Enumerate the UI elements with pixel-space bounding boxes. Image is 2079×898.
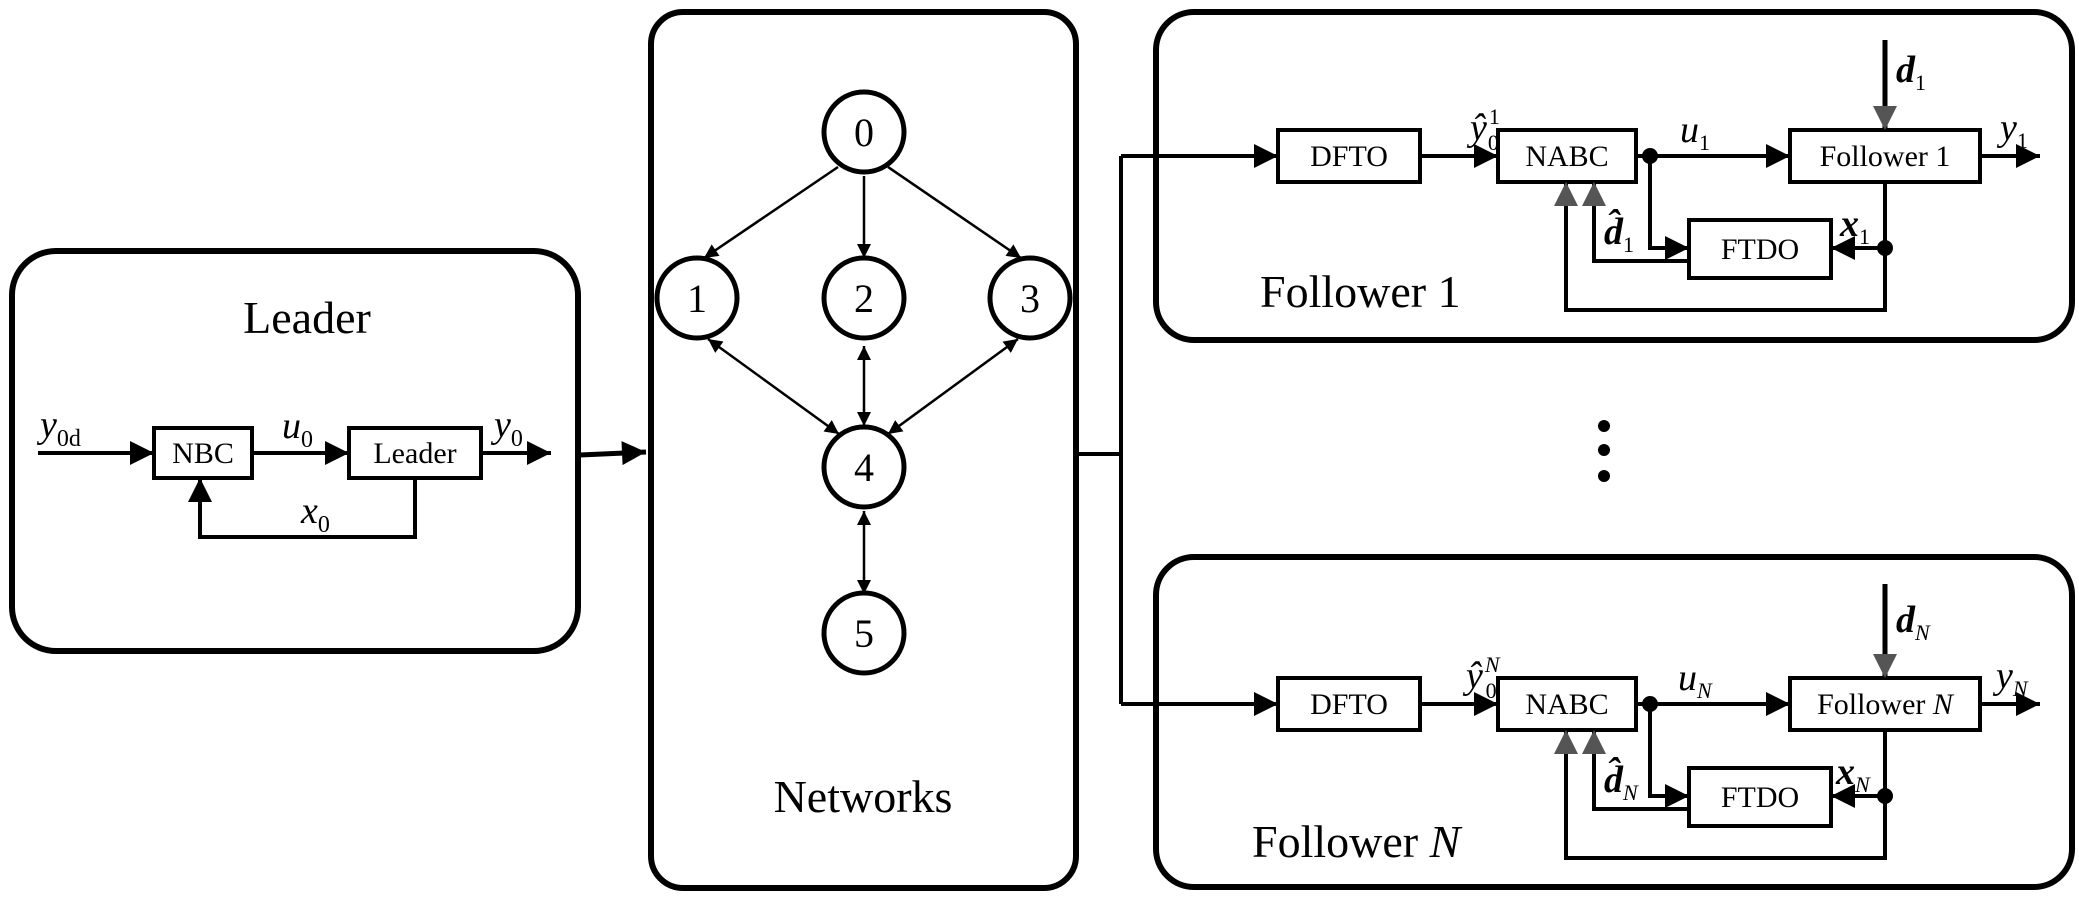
un-to-ftdo-arrow — [1648, 704, 1689, 808]
node-1-label: 1 — [687, 276, 707, 321]
u1-label: u1 — [1680, 109, 1710, 155]
x0-label: x0 — [300, 490, 330, 538]
dhatn-feedback-line — [1582, 730, 1689, 811]
dhat1-feedback-line — [1582, 182, 1689, 263]
node-2-label: 2 — [854, 276, 874, 321]
node-0-label: 0 — [854, 110, 874, 155]
follower-1-panel-frame — [1153, 9, 2075, 343]
nbc-label: NBC — [172, 437, 234, 470]
u1-to-ftdo-arrow — [1648, 156, 1689, 260]
node-4-label: 4 — [854, 445, 874, 490]
leader-panel-frame — [9, 248, 581, 654]
follower-1-title: Follower 1 — [1260, 266, 1461, 317]
x1-feedback-line — [1554, 182, 1887, 312]
node-3: 3 — [987, 255, 1073, 341]
leader-title: Leader — [243, 292, 371, 343]
network-panel: Networks 0 1 2 3 4 5 — [648, 9, 1079, 891]
edge-0-3 — [887, 165, 1022, 260]
follower-1-block-label: Follower 1 — [1820, 140, 1951, 173]
follower-n-block — [1788, 676, 1982, 732]
xn-feedback-line — [1554, 730, 1887, 860]
dfto-label-n: DFTO — [1310, 688, 1388, 721]
edge-0-1 — [703, 165, 839, 260]
ftdo-label-n: FTDO — [1721, 781, 1799, 814]
dn-label: dN — [1896, 599, 1931, 645]
y0-label: y0 — [490, 404, 523, 452]
dfto-block-n — [1276, 676, 1422, 732]
u0-label: u0 — [282, 405, 313, 453]
edge-1-4 — [707, 337, 840, 436]
yn-label: yN — [1992, 655, 2029, 701]
leader-block-label: Leader — [373, 437, 456, 470]
dhat1-label: d̂1 — [1604, 209, 1634, 257]
follower-n-panel-frame — [1153, 554, 2075, 890]
edge-3-4 — [887, 337, 1019, 436]
ftdo-label-1: FTDO — [1721, 233, 1799, 266]
dfto-label-1: DFTO — [1310, 140, 1388, 173]
node-4: 4 — [821, 424, 907, 510]
node-5: 5 — [821, 590, 907, 676]
node-1: 1 — [654, 255, 740, 341]
node-2: 2 — [821, 255, 907, 341]
follower-n-title: Follower N — [1252, 816, 1463, 867]
node-3-label: 3 — [1020, 276, 1040, 321]
dhatn-label: d̂N — [1604, 757, 1639, 805]
nabc-label-1: NABC — [1525, 140, 1608, 173]
leader-to-network-arrow — [579, 441, 647, 466]
network-to-followers-connector — [1078, 144, 1278, 716]
un-label: uN — [1678, 657, 1713, 703]
y0d-label: y0d — [36, 404, 81, 452]
network-title: Networks — [774, 771, 953, 822]
xn-label: xN — [1835, 751, 1871, 797]
follower-n-block-label: Follower N — [1817, 688, 1955, 721]
x1-label: x1 — [1839, 203, 1870, 249]
nabc-label-n: NABC — [1525, 688, 1608, 721]
y1-label: y1 — [1996, 107, 2028, 153]
node-5-label: 5 — [854, 611, 874, 656]
vertical-ellipsis — [1598, 420, 1610, 482]
node-0: 0 — [821, 89, 907, 175]
network-panel-frame — [648, 9, 1079, 891]
x0-feedback-line — [188, 478, 417, 539]
leader-panel: Leader NBC Leader y0d u0 y0 x0 — [9, 248, 581, 654]
d1-label: d1 — [1896, 49, 1926, 95]
